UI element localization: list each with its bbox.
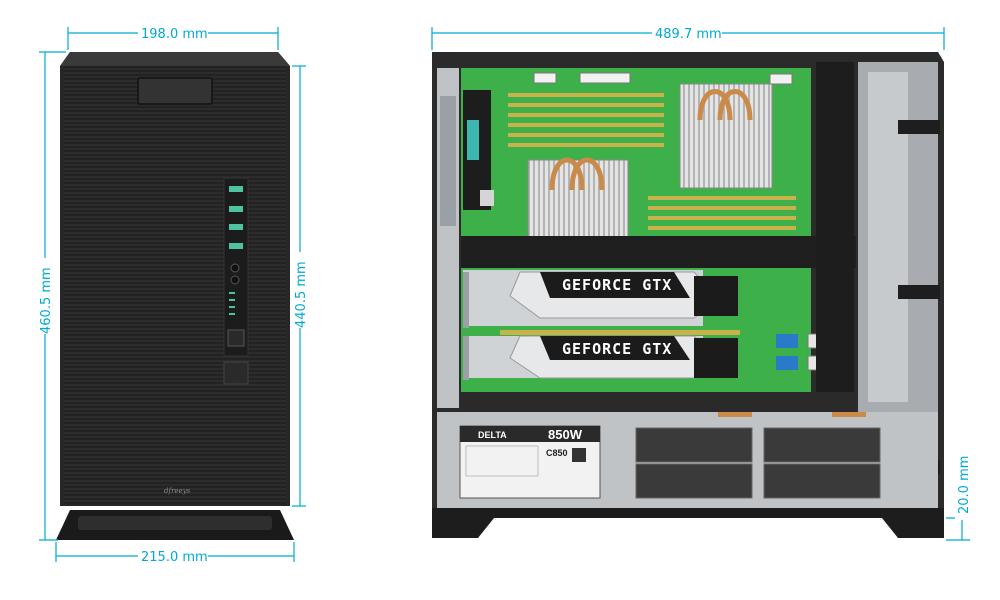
hdd-bays bbox=[635, 412, 881, 499]
foot-right bbox=[882, 518, 944, 538]
vertical-support bbox=[816, 62, 854, 412]
cage-clip bbox=[898, 285, 940, 299]
heatpipe bbox=[697, 89, 753, 121]
power-button[interactable] bbox=[227, 329, 245, 347]
front-height-outer-label: 460.5 mm bbox=[39, 267, 54, 334]
ram-slot bbox=[508, 103, 664, 107]
side-length-label: 489.7 mm bbox=[655, 27, 722, 42]
psu-qr bbox=[572, 448, 586, 462]
audio-jack bbox=[230, 263, 240, 273]
usb-port bbox=[229, 224, 243, 230]
status-leds bbox=[229, 292, 235, 315]
cage-clip bbox=[898, 120, 940, 134]
gpu-bracket bbox=[463, 336, 469, 380]
front-width-label: 198.0 mm bbox=[141, 27, 208, 42]
ram-slot bbox=[648, 216, 796, 220]
hdd-handle bbox=[832, 412, 866, 417]
usb-ports bbox=[229, 186, 243, 249]
usb-port bbox=[229, 243, 243, 249]
ram-slot bbox=[508, 143, 664, 147]
ram-slots-right bbox=[648, 196, 796, 230]
gpu-shroud-dark bbox=[540, 336, 690, 360]
gpu-support-bar bbox=[461, 236, 856, 268]
hdd-bay bbox=[763, 427, 881, 463]
ram-slot bbox=[508, 93, 664, 97]
psu-wattage: 850W bbox=[548, 427, 583, 442]
front-height-inner-label: 440.5 mm bbox=[294, 261, 309, 328]
side-view: GEFORCE GTX GEFORCE GTX DELTA 850W bbox=[432, 52, 944, 538]
rear-io-port bbox=[467, 120, 479, 160]
usb-port bbox=[229, 186, 243, 192]
label-bg bbox=[652, 25, 722, 41]
gpu-bracket bbox=[463, 272, 469, 328]
status-led bbox=[229, 313, 235, 315]
psu-model: C850 bbox=[546, 448, 568, 458]
gpu-1-label: GEFORCE GTX bbox=[562, 276, 672, 294]
cpu-power-connector bbox=[769, 73, 793, 85]
ram-slot bbox=[508, 133, 664, 137]
hdd-bay bbox=[763, 463, 881, 499]
psu-header bbox=[460, 426, 600, 442]
front-grille bbox=[64, 64, 286, 504]
front-view: dfreeys bbox=[56, 52, 294, 540]
front-dimension-labels: 198.0 mm 460.5 mm 440.5 mm 215.0 mm bbox=[37, 25, 309, 565]
label-bg bbox=[292, 252, 308, 328]
side-base bbox=[432, 508, 944, 518]
status-led bbox=[229, 299, 235, 301]
rear-io-shield bbox=[440, 96, 456, 226]
label-bg bbox=[138, 548, 208, 564]
front-top-bevel bbox=[60, 52, 290, 66]
ram-slot bbox=[648, 226, 796, 230]
ram-slot bbox=[648, 196, 796, 200]
gpu-fan-exhaust bbox=[694, 338, 738, 378]
heatpipe bbox=[549, 157, 605, 191]
hdd-bay bbox=[635, 463, 753, 499]
gpu-2-label: GEFORCE GTX bbox=[562, 340, 672, 358]
fan-row bbox=[461, 392, 856, 412]
ram-slot bbox=[648, 206, 796, 210]
front-base-width-label: 215.0 mm bbox=[141, 550, 208, 565]
label-bg bbox=[138, 25, 208, 41]
mic-jack bbox=[230, 275, 240, 285]
front-brand-logo: dfreeys bbox=[164, 487, 191, 495]
side-dimension-labels: 489.7 mm 20.0 mm bbox=[652, 25, 972, 520]
psu-brand: DELTA bbox=[478, 430, 507, 440]
hdd-bay bbox=[635, 427, 753, 463]
pcie-slot bbox=[500, 330, 740, 335]
foot-height-label: 20.0 mm bbox=[957, 456, 972, 514]
optical-drive-bay bbox=[137, 77, 213, 105]
sata-cable bbox=[776, 334, 798, 348]
gpu-fan-exhaust bbox=[694, 276, 738, 316]
psu-spec-table bbox=[465, 445, 539, 477]
gpu-shroud-dark bbox=[540, 272, 690, 298]
ram-slot bbox=[508, 123, 664, 127]
usb-port bbox=[229, 206, 243, 212]
gpu-card-2: GEFORCE GTX bbox=[463, 335, 738, 380]
front-base-slot bbox=[78, 516, 272, 530]
ram-slots-top bbox=[508, 93, 664, 147]
label-bg bbox=[955, 458, 971, 520]
atx-connector bbox=[579, 72, 631, 84]
label-bg bbox=[37, 258, 53, 334]
gpu-card-1: GEFORCE GTX bbox=[463, 270, 738, 328]
cpu-power-connector bbox=[533, 72, 557, 84]
status-led bbox=[229, 306, 235, 308]
status-led bbox=[229, 292, 235, 294]
hdd-handle bbox=[718, 412, 752, 417]
sata-cable bbox=[776, 356, 798, 370]
rear-io-port bbox=[480, 190, 494, 206]
reset-button[interactable] bbox=[223, 361, 249, 385]
foot-left bbox=[432, 518, 494, 538]
ram-slot bbox=[508, 113, 664, 117]
